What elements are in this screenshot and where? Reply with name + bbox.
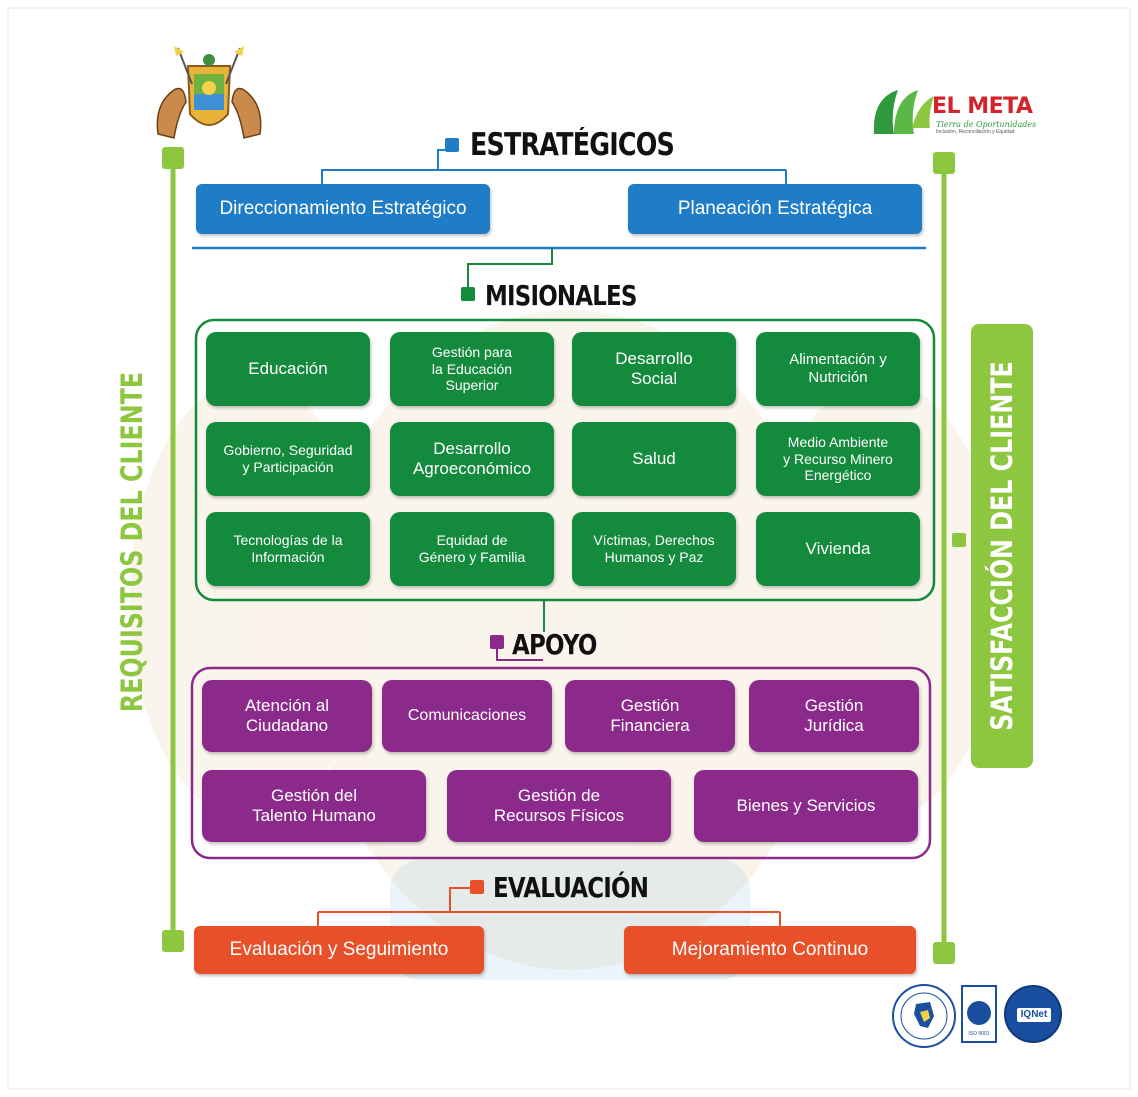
iqnet-label: IQNet	[1017, 1008, 1051, 1022]
heading-estrategicos: ESTRATÉGICOS	[470, 127, 675, 163]
process-victimas-derechos[interactable]: Víctimas, Derechos Humanos y Paz	[572, 512, 736, 586]
certification-seal-icon	[892, 984, 956, 1048]
heading-evaluacion: EVALUACIÓN	[493, 871, 649, 904]
process-equidad-genero[interactable]: Equidad de Género y Familia	[390, 512, 554, 586]
process-salud[interactable]: Salud	[572, 422, 736, 496]
process-alimentacion-nutricion[interactable]: Alimentación y Nutrición	[756, 332, 920, 406]
process-mejoramiento-continuo[interactable]: Mejoramiento Continuo	[624, 926, 916, 974]
requisitos-label: REQUISITOS DEL CLIENTE	[115, 371, 149, 713]
iqnet-badge: IQNet	[1004, 985, 1062, 1043]
process-gestion-juridica[interactable]: Gestión Jurídica	[749, 680, 919, 752]
iso-badge-icon	[967, 1001, 991, 1025]
process-bienes-servicios[interactable]: Bienes y Servicios	[694, 770, 918, 842]
process-talento-humano[interactable]: Gestión del Talento Humano	[202, 770, 426, 842]
iso-badge-label: ISO 9001	[968, 1031, 990, 1037]
process-direccionamiento-estrategico[interactable]: Direccionamiento Estratégico	[196, 184, 490, 234]
el-meta-logo: EL META Tierra de Oportunidades Inclusió…	[828, 84, 1084, 140]
satisfaccion-bar	[971, 324, 1033, 768]
logo-subtagline: Inclusión, Reconciliación y Equidad	[936, 129, 1015, 135]
process-tecnologias-informacion[interactable]: Tecnologías de la Información	[206, 512, 370, 586]
heading-misionales: MISIONALES	[485, 279, 637, 312]
heading-apoyo: APOYO	[512, 628, 597, 661]
iso-badge: ISO 9001	[961, 985, 997, 1043]
coat-of-arms-logo	[156, 46, 262, 139]
process-medio-ambiente[interactable]: Medio Ambiente y Recurso Minero Energéti…	[756, 422, 920, 496]
process-planeacion-estrategica[interactable]: Planeación Estratégica	[628, 184, 922, 234]
process-desarrollo-social[interactable]: Desarrollo Social	[572, 332, 736, 406]
process-educacion[interactable]: Educación	[206, 332, 370, 406]
process-vivienda[interactable]: Vivienda	[756, 512, 920, 586]
process-gestion-financiera[interactable]: Gestión Financiera	[565, 680, 735, 752]
process-evaluacion-seguimiento[interactable]: Evaluación y Seguimiento	[194, 926, 484, 974]
process-comunicaciones[interactable]: Comunicaciones	[382, 680, 552, 752]
process-desarrollo-agroeconomico[interactable]: Desarrollo Agroeconómico	[390, 422, 554, 496]
leaf-icon	[873, 90, 934, 134]
process-gestion-educacion-superior[interactable]: Gestión para la Educación Superior	[390, 332, 554, 406]
logo-tagline: Tierra de Oportunidades	[936, 120, 1037, 129]
satisfaccion-label: SATISFACCIÓN DEL CLIENTE	[985, 361, 1019, 731]
logo-brand: EL META	[932, 94, 1033, 119]
process-recursos-fisicos[interactable]: Gestión de Recursos Físicos	[447, 770, 671, 842]
process-atencion-ciudadano[interactable]: Atención al Ciudadano	[202, 680, 372, 752]
process-gobierno-seguridad[interactable]: Gobierno, Seguridad y Participación	[206, 422, 370, 496]
